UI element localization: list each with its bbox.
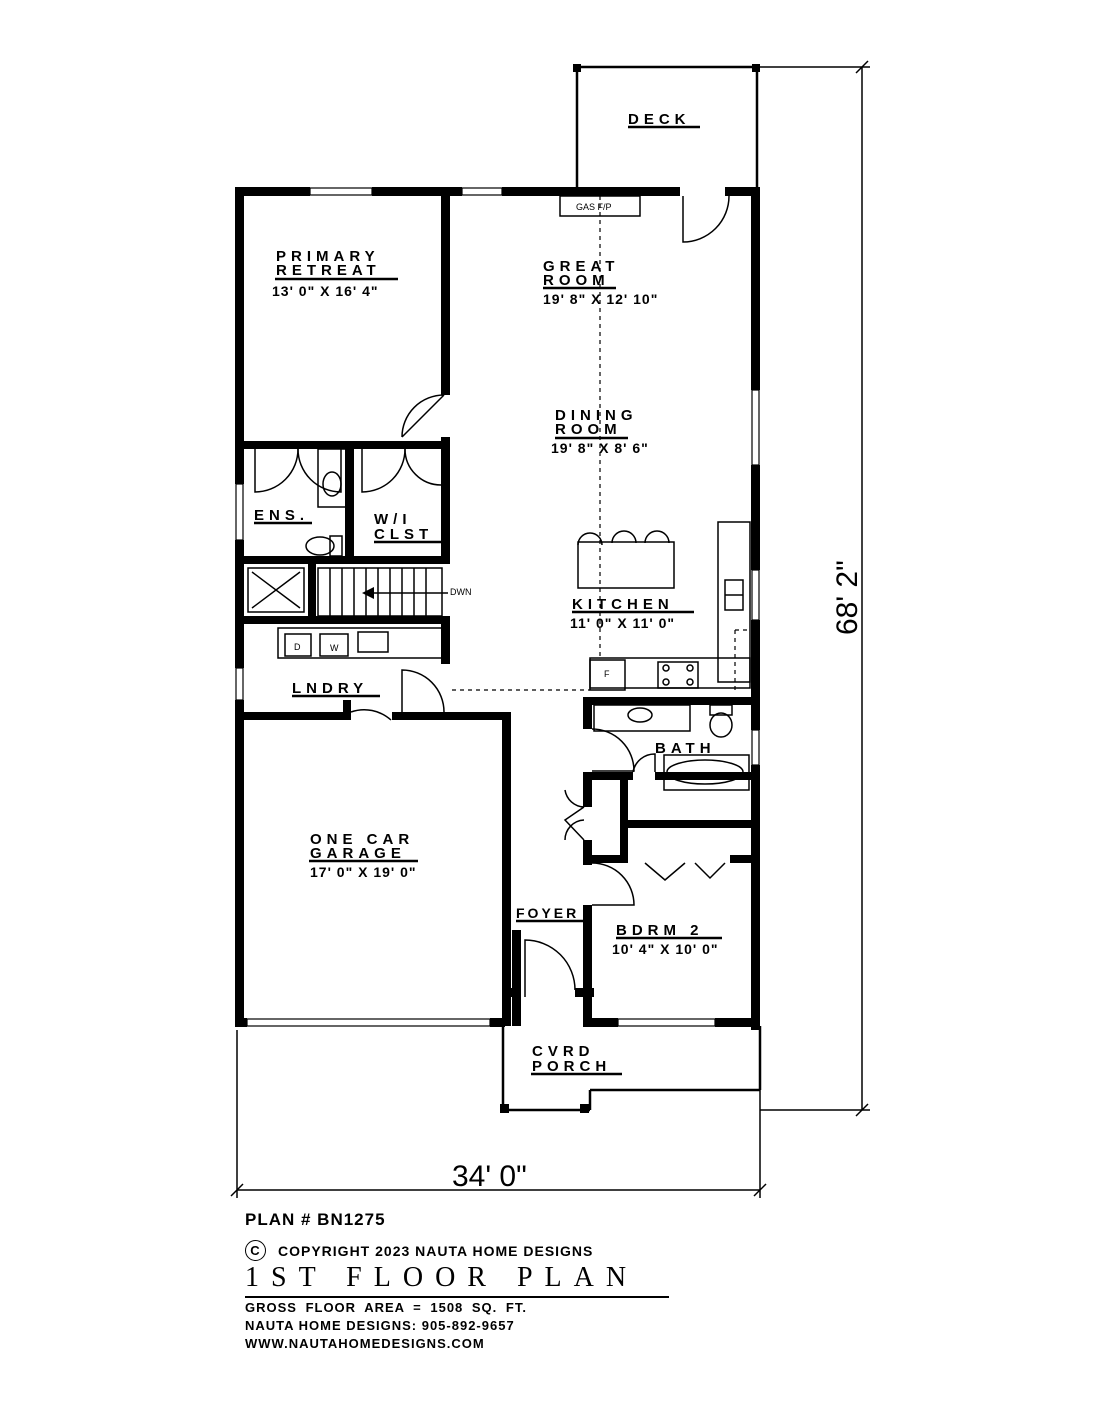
fridge-label: F: [604, 669, 610, 679]
stair-treads: [329, 568, 427, 616]
copyright: C COPYRIGHT 2023 NAUTA HOME DESIGNS: [245, 1240, 593, 1261]
garage-label-1: ONE CAR: [310, 831, 414, 848]
primary-retreat-label-1: PRIMARY: [276, 248, 380, 265]
copyright-icon: C: [245, 1240, 266, 1261]
down-label: DWN: [450, 587, 472, 597]
primary-retreat-label-2: RETREAT: [276, 262, 381, 279]
doors: [254, 195, 730, 997]
floor-plan: DECK GAS F/P PRIMARY RETREAT 13' 0" X 16…: [230, 60, 870, 1198]
wic-label-1: W/I: [374, 511, 412, 528]
dining-room-dim: 19' 8" X 8' 6": [551, 440, 649, 456]
wic-label-2: CLST: [374, 526, 433, 543]
ensuite-label: ENS.: [254, 507, 309, 524]
bdrm2-label: BDRM 2: [616, 922, 704, 939]
interior-walls: [235, 187, 760, 1026]
porch-label-1: CVRD: [532, 1043, 595, 1060]
kitchen-label: KITCHEN: [572, 596, 674, 613]
laundry-label: LNDRY: [292, 680, 368, 697]
website: WWW.NAUTAHOMEDESIGNS.COM: [245, 1336, 485, 1351]
copyright-text: COPYRIGHT 2023 NAUTA HOME DESIGNS: [278, 1242, 594, 1259]
gross-floor-area: GROSS FLOOR AREA = 1508 SQ. FT.: [245, 1300, 527, 1315]
dashed-lines: [452, 196, 750, 691]
dining-room-label-1: DINING: [555, 407, 638, 424]
fixtures: [247, 195, 751, 791]
kitchen-dim: 11' 0" X 11' 0": [570, 615, 675, 631]
primary-retreat-dim: 13' 0" X 16' 4": [272, 283, 379, 299]
garage-label-2: GARAGE: [310, 845, 406, 862]
great-room-label-2: ROOM: [543, 272, 610, 289]
bath-label: BATH: [655, 740, 716, 757]
great-room-dim: 19' 8" X 12' 10": [543, 291, 658, 307]
windows: [235, 187, 760, 1027]
plan-title: 1ST FLOOR PLAN: [245, 1262, 669, 1298]
gas-fireplace-label: GAS F/P: [576, 202, 612, 212]
porch-label-2: PORCH: [532, 1058, 611, 1075]
dimension-lines: [230, 60, 870, 1198]
dryer-label: D: [294, 642, 301, 652]
width-dimension: 34' 0": [452, 1160, 527, 1193]
deck: [573, 64, 760, 188]
phone: NAUTA HOME DESIGNS: 905-892-9657: [245, 1318, 515, 1333]
room-labels: DECK GAS F/P PRIMARY RETREAT 13' 0" X 16…: [254, 111, 864, 1193]
bdrm2-dim: 10' 4" X 10' 0": [612, 941, 719, 957]
depth-dimension: 68' 2": [831, 560, 864, 635]
dining-room-label-2: ROOM: [555, 421, 622, 438]
deck-label: DECK: [628, 111, 691, 128]
foyer-label: FOYER: [516, 905, 579, 921]
great-room-label-1: GREAT: [543, 258, 619, 275]
covered-porch: [500, 1026, 762, 1113]
washer-label: W: [330, 643, 339, 653]
plan-number: PLAN # BN1275: [245, 1210, 386, 1229]
garage-dim: 17' 0" X 19' 0": [310, 864, 417, 880]
exterior-walls: [235, 187, 760, 1030]
